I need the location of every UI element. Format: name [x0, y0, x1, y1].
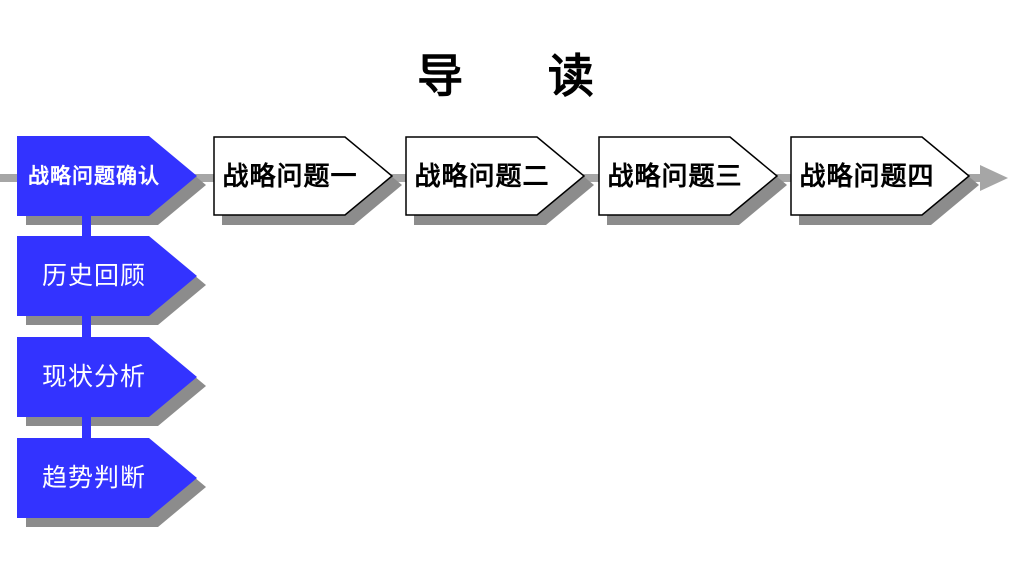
- arrow-step-2-label: 战略问题二: [414, 161, 550, 191]
- pentagon-arrow-shape: [790, 136, 979, 225]
- slide-title: 导 读: [417, 50, 594, 102]
- arrow-substep-3-label: 趋势判断: [41, 463, 146, 492]
- pentagon-arrow-shape: [17, 136, 206, 225]
- dashed-connector-segment: [82, 214, 91, 238]
- connector-arrowhead-icon: [980, 165, 1008, 191]
- arrow-main-step-label: 战略问题确认: [28, 164, 160, 188]
- arrow-main-step: 战略问题确认: [17, 136, 207, 226]
- pentagon-arrow-shape: [17, 337, 206, 426]
- arrow-step-3-label: 战略问题三: [607, 161, 743, 191]
- arrow-step-2: 战略问题二: [405, 136, 595, 226]
- arrow-step-1: 战略问题一: [213, 136, 403, 226]
- arrow-step-3: 战略问题三: [598, 136, 788, 226]
- arrow-step-4: 战略问题四: [790, 136, 980, 226]
- arrow-step-4-label: 战略问题四: [799, 161, 935, 191]
- pentagon-arrow-shape: [213, 136, 402, 225]
- dashed-connector-segment: [82, 315, 91, 339]
- pentagon-arrow-shape: [17, 236, 206, 325]
- arrow-step-1-label: 战略问题一: [222, 161, 358, 191]
- pentagon-arrow-shape: [405, 136, 594, 225]
- pentagon-arrow-shape: [598, 136, 787, 225]
- arrow-substep-1-label: 历史回顾: [41, 261, 146, 290]
- arrow-substep-history-review: 历史回顾: [17, 236, 207, 326]
- arrow-substep-trend-judgment: 趋势判断: [17, 438, 207, 528]
- pentagon-arrow-shape: [17, 438, 206, 527]
- dashed-connector-segment: [82, 416, 91, 440]
- arrow-substep-current-analysis: 现状分析: [17, 337, 207, 427]
- arrow-substep-2-label: 现状分析: [41, 362, 146, 391]
